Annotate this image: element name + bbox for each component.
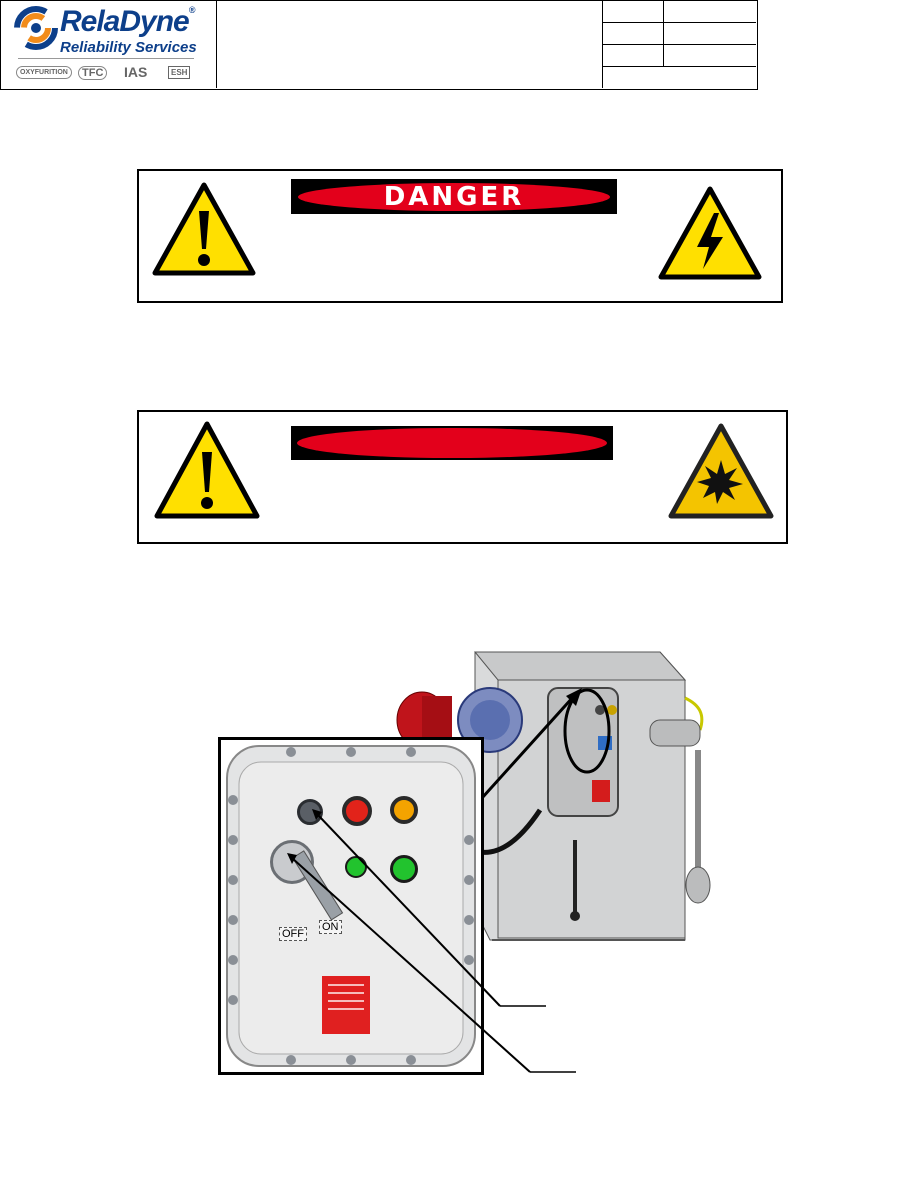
doc-info-label-3 [602,45,664,67]
filtration-unit-illustration [396,651,711,941]
switch-off-label: OFF [279,927,307,941]
exclamation-warning-icon [152,182,256,276]
switch-on-label: ON [319,920,342,934]
exclamation-warning-icon-2 [154,421,260,519]
sub-brand-1: OXYFURITION [16,66,72,79]
doc-info-value-3 [664,45,756,67]
start-button-green[interactable] [390,855,418,883]
doc-info-value-1 [664,0,756,23]
logo-cell: RelaDyne® Reliability Services OXYFURITI… [0,0,217,88]
explosion-hazard-icon [668,423,774,519]
document-header: RelaDyne® Reliability Services OXYFURITI… [0,0,758,90]
sub-brand-3: IAS [124,64,148,80]
door-panel-illustration [226,745,476,1067]
warning-nameplate-red [322,976,370,1034]
callout-arrow [480,688,582,800]
electrical-hazard-icon [658,186,762,280]
logo-divider [18,58,194,59]
brand-tagline: Reliability Services [60,39,197,56]
doc-info-value-2 [664,23,756,45]
danger-banner-2 [291,426,613,460]
indicator-light-amber [390,796,418,824]
sub-brand-4: ESH [168,66,191,79]
stop-button-red[interactable] [342,796,372,826]
danger-box-electrical: DANGER [137,169,783,303]
doc-info-label-1 [602,0,664,23]
danger-box-explosion [137,410,788,544]
danger-banner: DANGER [291,179,617,214]
brand-name: RelaDyne® [60,5,195,38]
inset-door-closeup: OFF ON [218,737,484,1075]
reladyne-swirl-icon [14,6,58,50]
sub-brand-2: TFC [78,66,108,80]
doc-info-label-2 [602,23,664,45]
danger-banner-text: DANGER [383,181,525,212]
